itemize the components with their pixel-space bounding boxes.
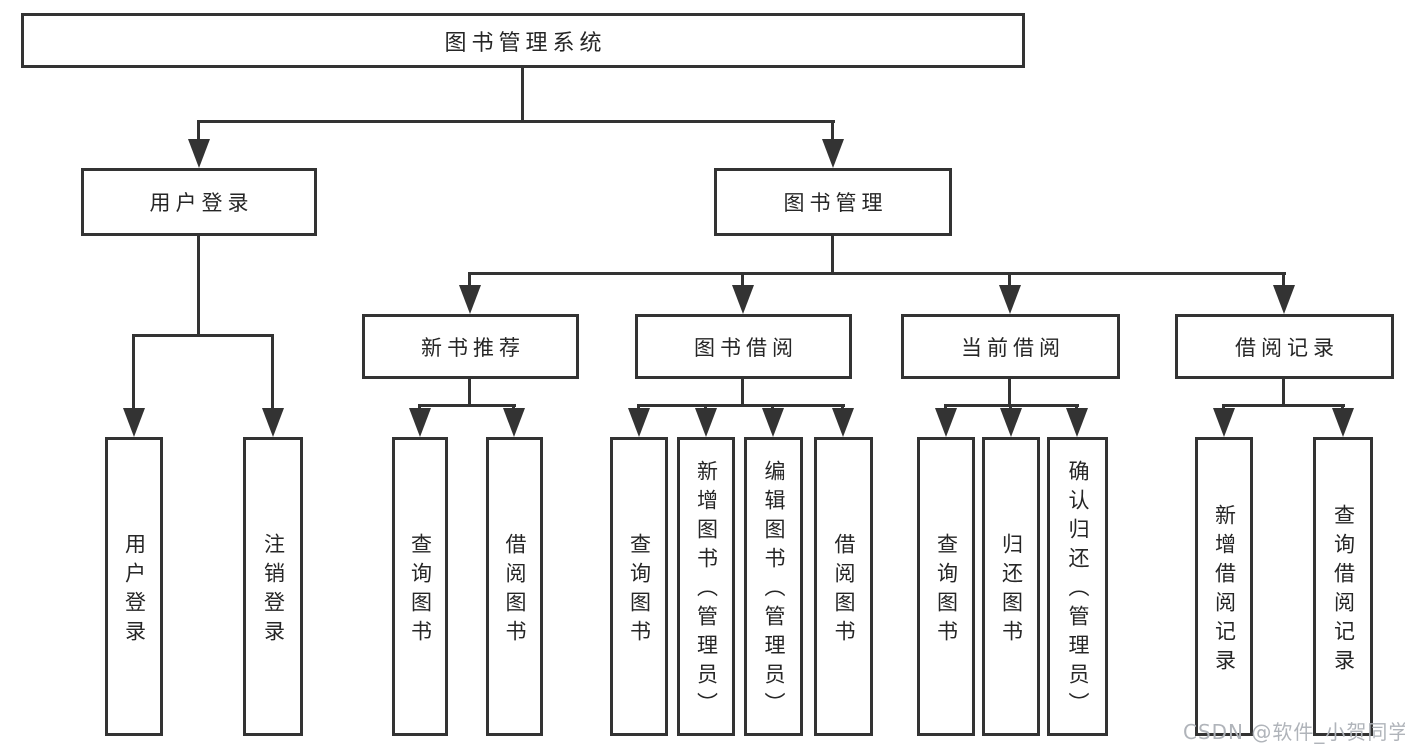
node-new-book-recommend: 新书推荐 — [362, 314, 579, 379]
leaf-query-borrow-record: 查询借阅记录 — [1313, 437, 1373, 736]
arrowhead-down — [999, 285, 1021, 314]
arrowhead-down — [409, 408, 431, 437]
connector-line — [132, 334, 274, 337]
arrowhead-down — [1000, 408, 1022, 437]
connector-line — [1008, 272, 1011, 290]
connector-line — [197, 236, 200, 336]
node-label: 用户登录 — [149, 191, 254, 215]
node-label: 新书推荐 — [421, 335, 525, 360]
arrowhead-down — [1066, 408, 1088, 437]
leaf-label: 借阅图书 — [832, 532, 856, 649]
node-label: 当前借阅 — [961, 335, 1065, 360]
connector-line — [1222, 404, 1345, 407]
connector-line — [741, 379, 744, 406]
arrowhead-down — [262, 408, 284, 437]
leaf-user-login: 用户登录 — [105, 437, 163, 736]
connector-line — [637, 404, 845, 407]
leaf-label: 编辑图书（管理员） — [762, 460, 786, 721]
leaf-label: 新增图书（管理员） — [694, 460, 719, 721]
arrowhead-down — [935, 408, 957, 437]
connector-line — [1282, 379, 1285, 406]
node-label: 借阅记录 — [1235, 335, 1339, 360]
arrowhead-down — [822, 139, 844, 168]
node-book-borrow: 图书借阅 — [635, 314, 852, 379]
node-user-login: 用户登录 — [81, 168, 317, 236]
arrowhead-down — [123, 408, 145, 437]
connector-line — [132, 334, 135, 412]
leaf-label: 查询图书 — [408, 532, 433, 649]
arrowhead-down — [1213, 408, 1235, 437]
connector-line — [1008, 379, 1011, 406]
arrowhead-down — [459, 285, 481, 314]
connector-line — [521, 68, 524, 122]
node-book-management: 图书管理 — [714, 168, 952, 236]
arrowhead-down — [628, 408, 650, 437]
leaf-return-books: 归还图书 — [982, 437, 1040, 736]
connector-line — [1282, 272, 1285, 290]
connector-line — [197, 120, 835, 123]
leaf-add-books-admin: 新增图书（管理员） — [677, 437, 735, 736]
leaf-confirm-return-admin: 确认归还（管理员） — [1047, 437, 1108, 736]
leaf-edit-books-admin: 编辑图书（管理员） — [744, 437, 803, 736]
connector-line — [831, 120, 834, 145]
connector-line — [741, 272, 744, 290]
arrowhead-down — [503, 408, 525, 437]
connector-line — [468, 272, 1286, 275]
connector-line — [271, 334, 274, 412]
leaf-query-books-borrow: 查询图书 — [610, 437, 668, 736]
arrowhead-down — [832, 408, 854, 437]
leaf-label: 查询图书 — [934, 532, 959, 649]
leaf-label: 归还图书 — [999, 532, 1024, 649]
connector-line — [418, 404, 516, 407]
leaf-query-books-current: 查询图书 — [917, 437, 975, 736]
node-label: 图书管理 — [783, 191, 888, 215]
arrowhead-down — [762, 408, 784, 437]
leaf-label: 确认归还（管理员） — [1066, 460, 1090, 721]
leaf-label: 用户登录 — [122, 532, 147, 649]
leaf-query-books-recommend: 查询图书 — [392, 437, 448, 736]
connector-line — [831, 236, 834, 274]
node-label: 图书借阅 — [694, 335, 798, 360]
leaf-borrow-books-recommend: 借阅图书 — [486, 437, 543, 736]
connector-line — [197, 120, 200, 145]
arrowhead-down — [188, 139, 210, 168]
leaf-label: 注销登录 — [261, 532, 286, 649]
node-current-borrow: 当前借阅 — [901, 314, 1120, 379]
node-borrow-records: 借阅记录 — [1175, 314, 1394, 379]
leaf-logout-login: 注销登录 — [243, 437, 303, 736]
node-library-management-system: 图书管理系统 — [21, 13, 1025, 68]
leaf-add-borrow-record: 新增借阅记录 — [1195, 437, 1253, 736]
connector-line — [468, 272, 471, 290]
leaf-label: 查询借阅记录 — [1331, 503, 1356, 678]
connector-line — [468, 379, 471, 406]
leaf-label: 借阅图书 — [503, 532, 527, 649]
arrowhead-down — [1273, 285, 1295, 314]
node-label: 图书管理系统 — [444, 30, 607, 56]
arrowhead-down — [695, 408, 717, 437]
leaf-label: 新增借阅记录 — [1212, 503, 1237, 678]
arrowhead-down — [732, 285, 754, 314]
leaf-label: 查询图书 — [627, 532, 652, 649]
watermark: CSDN @软件_小贺同学 — [1183, 720, 1405, 744]
arrowhead-down — [1332, 408, 1354, 437]
leaf-borrow-books-borrow: 借阅图书 — [814, 437, 873, 736]
